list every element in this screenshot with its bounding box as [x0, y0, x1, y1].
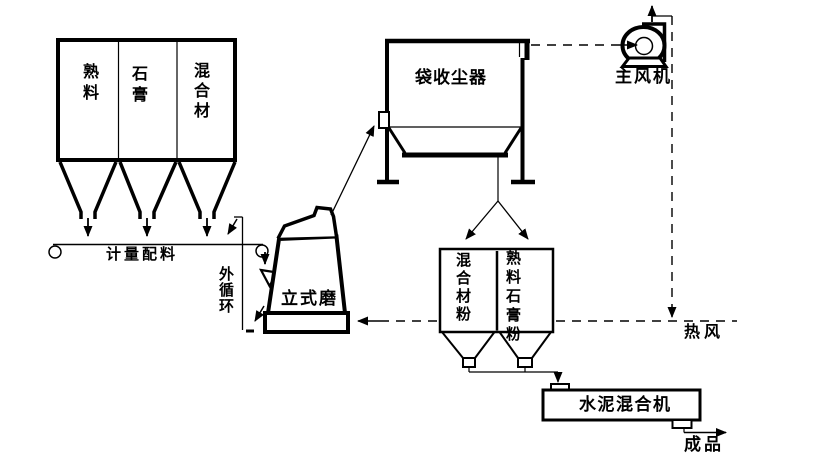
filter-to-bins-lines	[465, 157, 529, 240]
external-circulation-line	[227, 216, 265, 333]
main-fan	[531, 5, 677, 318]
powder-bins	[438, 247, 563, 383]
belt-conveyor	[48, 243, 269, 259]
mill-to-filter-duct	[330, 125, 375, 216]
cement-mixer-label: 水泥混合机	[579, 395, 672, 414]
hot-air-label: 热风	[684, 324, 725, 341]
bag-dust-collector-label: 袋收尘器	[415, 68, 487, 87]
external-circulation-label: 外循环	[217, 266, 234, 314]
bin-clinker-gypsum-powder-label: 熟料石膏粉	[504, 250, 521, 345]
cement-mixer	[541, 383, 727, 437]
bin-additive-powder-label: 混合材粉	[454, 252, 471, 324]
bag-dust-collector	[377, 38, 535, 185]
silo-gypsum-label: 石膏	[129, 65, 146, 107]
main-fan-label: 主风机	[615, 67, 672, 86]
belt-feeder-label: 计量配料	[106, 246, 179, 263]
product-label: 成品	[684, 435, 724, 453]
vertical-mill	[263, 205, 350, 334]
raw-material-silos	[56, 38, 237, 237]
vertical-mill-label: 立式磨	[281, 289, 338, 308]
silo-additive-label: 混合材	[191, 62, 208, 122]
silo-clinker-label: 熟料	[80, 63, 97, 105]
